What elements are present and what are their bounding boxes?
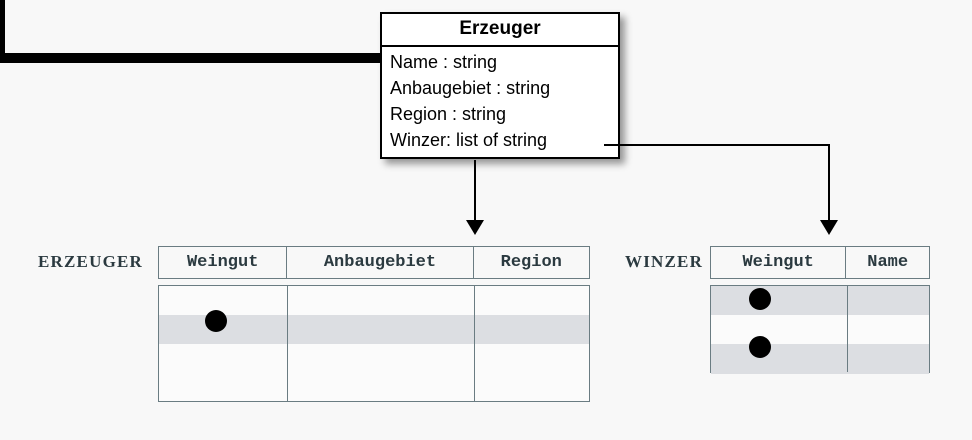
winzer-column-divider-1 (847, 286, 848, 372)
uml-attribute-list: Name : string Anbaugebiet : string Regio… (382, 47, 618, 157)
connector-line-to-erzeuger (474, 160, 476, 222)
relationship-stem-vertical (0, 0, 5, 53)
erzeuger-table-body (158, 285, 590, 402)
winzer-table-header: Weingut Name (710, 246, 930, 279)
table-row (711, 315, 929, 344)
relationship-branch-lower (0, 58, 548, 63)
table-row (711, 344, 929, 374)
winzer-column-header-weingut: Weingut (711, 247, 847, 278)
connector-line-winzer-horizontal (604, 144, 830, 146)
erzeuger-column-divider-1 (287, 286, 288, 401)
uml-attribute: Anbaugebiet : string (390, 78, 551, 98)
winzer-table-label: WINZER (625, 252, 704, 271)
erzeuger-table-label: ERZEUGER (38, 252, 144, 271)
arrowhead-to-winzer (820, 220, 838, 235)
uml-attribute: Winzer: list of string (390, 130, 548, 150)
relationship-branch-upper (0, 53, 548, 58)
table-row (159, 315, 589, 344)
erzeuger-column-header-anbaugebiet: Anbaugebiet (287, 247, 474, 278)
table-row (159, 373, 589, 401)
table-row (711, 286, 929, 315)
winzer-table-body (710, 285, 930, 374)
relationship-dot-winzer-1 (749, 288, 771, 310)
erzeuger-column-header-region: Region (500, 253, 562, 272)
uml-class-name: Erzeuger (382, 14, 618, 47)
relationship-dot-winzer-2 (749, 336, 771, 358)
erzeuger-table-header: Weingut Anbaugebiet Region (158, 246, 590, 279)
uml-class-box: Erzeuger Name : string Anbaugebiet : str… (380, 12, 620, 159)
uml-attribute: Name : string (390, 52, 498, 72)
erzeuger-column-header-weingut: Weingut (159, 247, 288, 278)
uml-attribute: Region : string (390, 104, 507, 124)
table-row (159, 286, 589, 315)
arrowhead-to-erzeuger (466, 220, 484, 235)
table-row (159, 344, 589, 373)
winzer-column-header-name: Name (867, 253, 909, 272)
relationship-dot-erzeuger (205, 310, 227, 332)
erzeuger-column-divider-2 (474, 286, 475, 401)
connector-line-winzer-vertical (828, 144, 830, 222)
